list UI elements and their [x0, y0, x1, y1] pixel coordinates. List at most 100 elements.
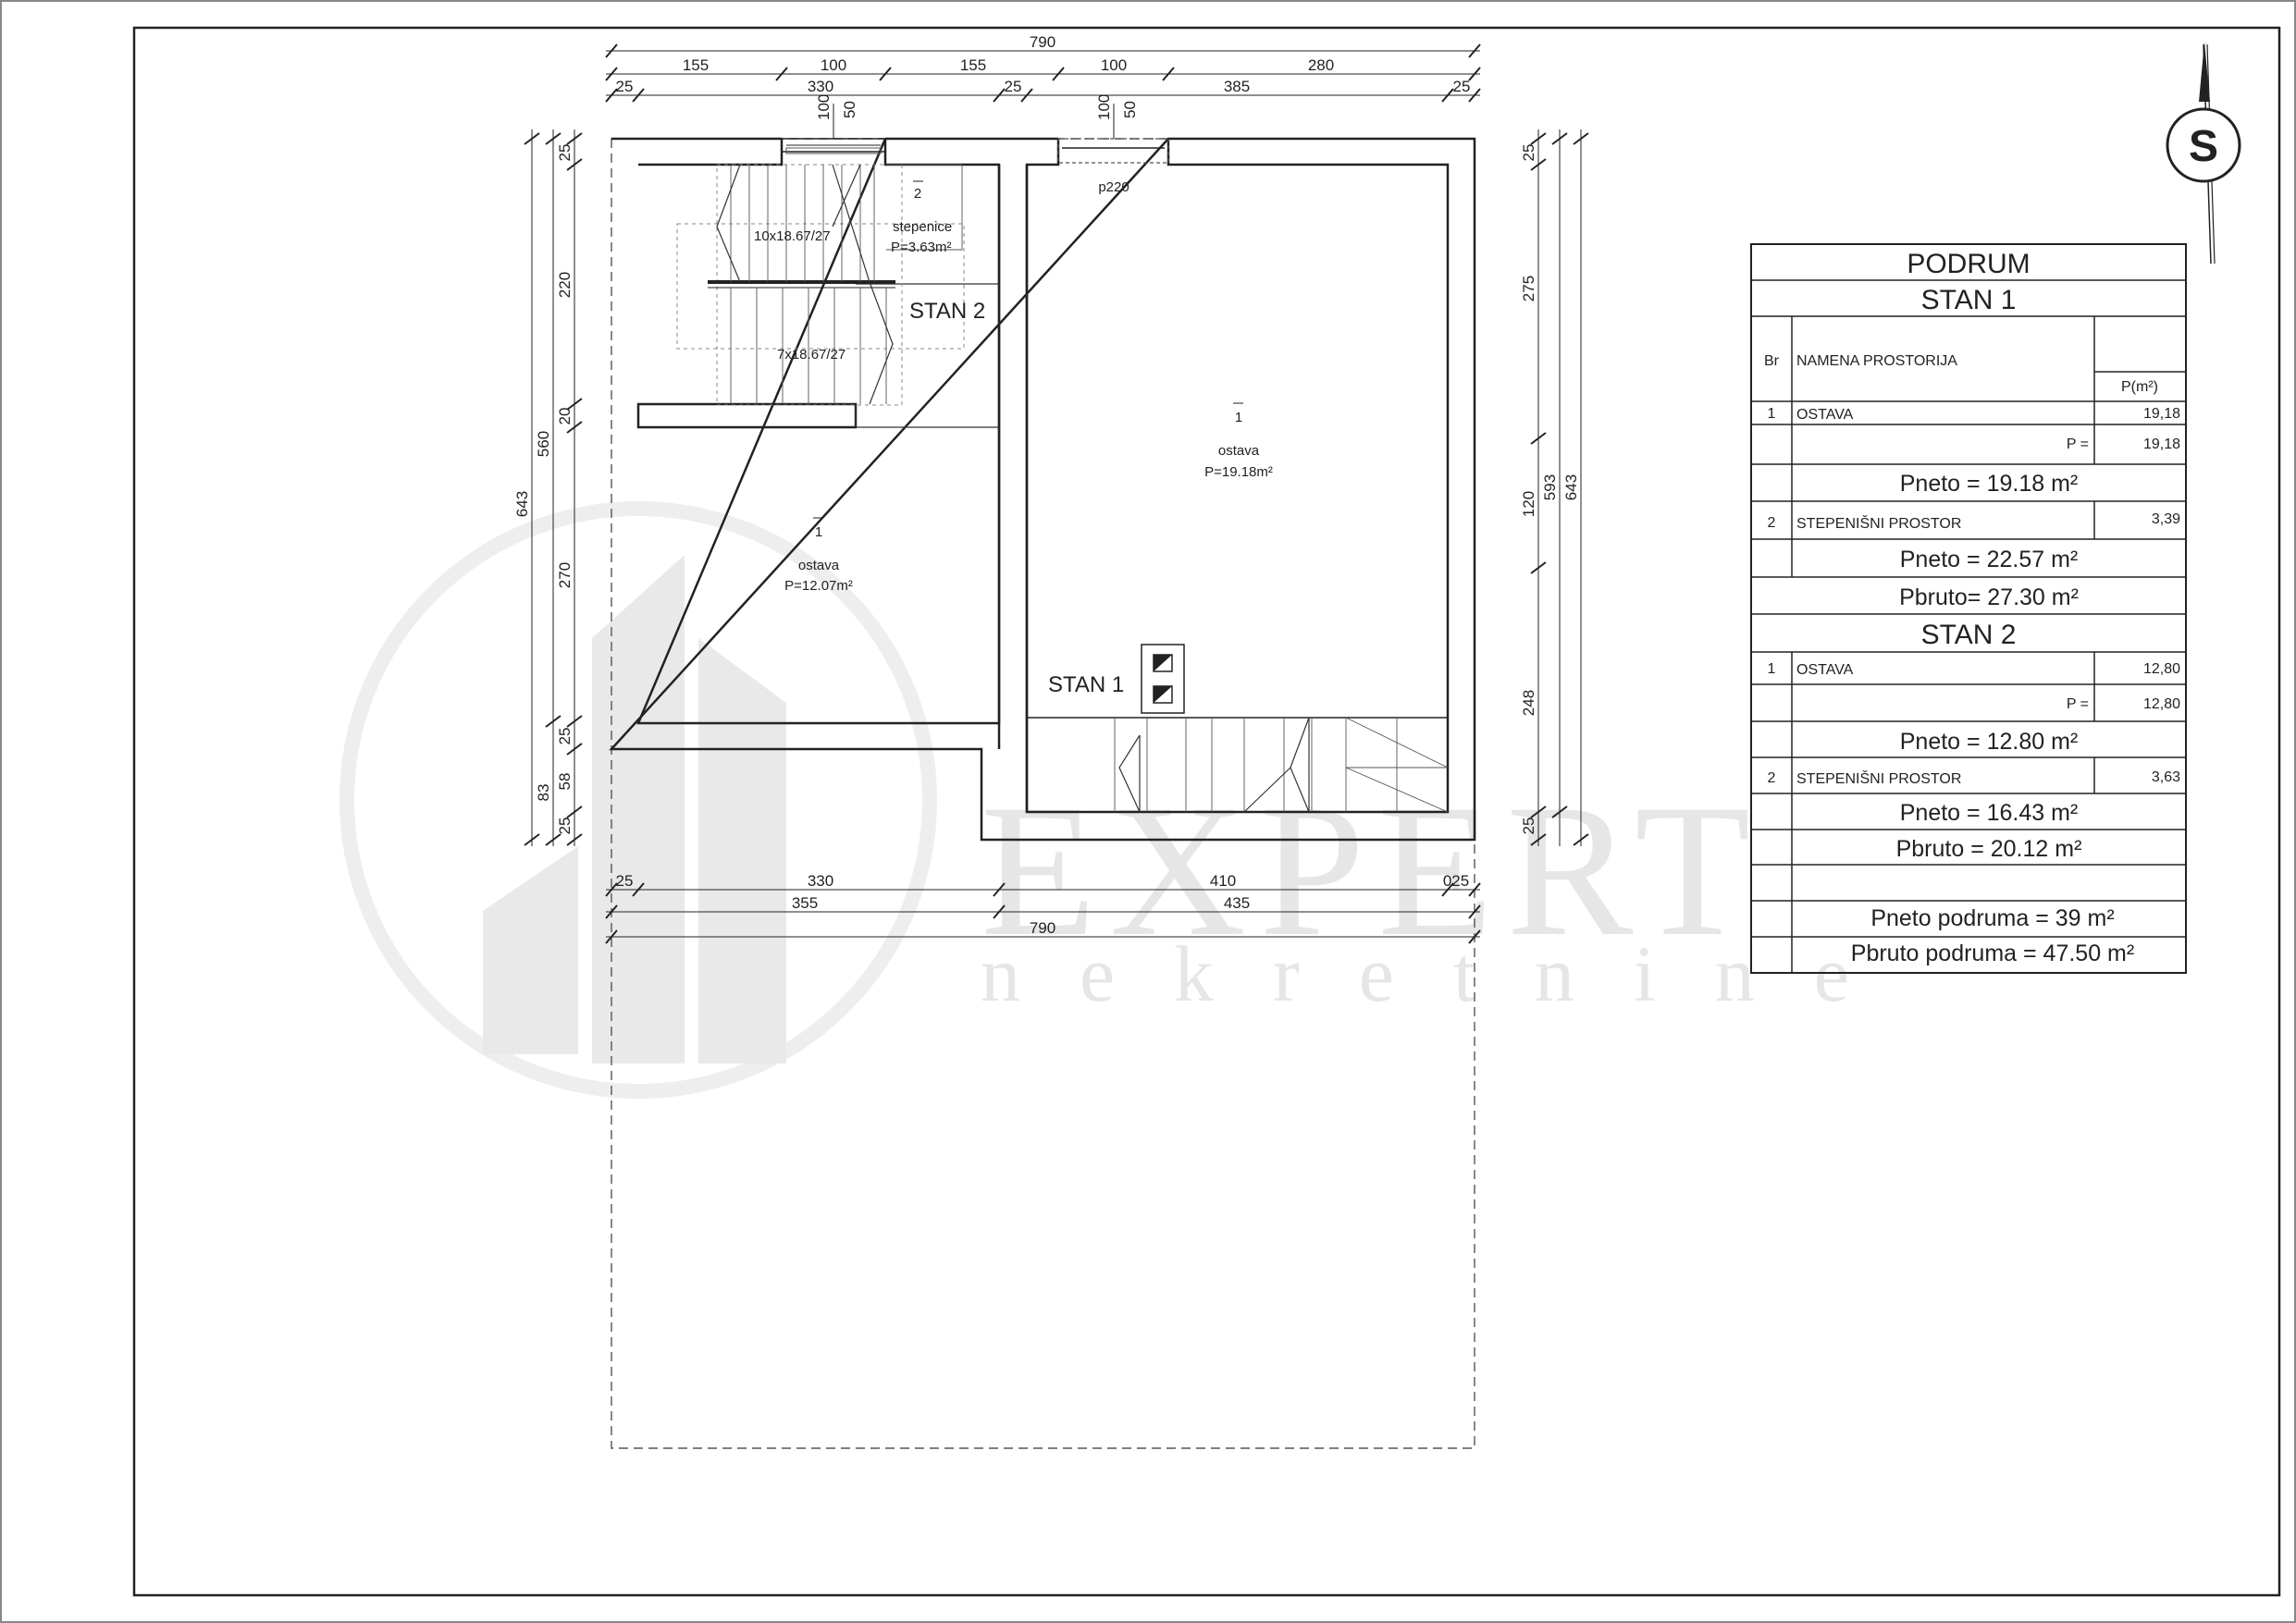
watermark: EXPERT nekretnine — [339, 501, 1849, 1099]
dim-left-tick-m — [566, 833, 583, 846]
dim-right-tick-b — [1530, 158, 1547, 171]
dim-window-left-100: 100 — [815, 94, 833, 120]
dim-bottom-tick-g — [993, 904, 1006, 919]
table-title: PODRUM — [1907, 249, 2030, 279]
stairs-left-hatch — [873, 164, 963, 282]
watermark-window-1 — [594, 1008, 611, 1025]
dim-right-25b: 25 — [1520, 818, 1537, 835]
s2-pneto1: Pneto = 12.80 m² — [1900, 729, 2078, 755]
window-label-p220: p220 — [1098, 179, 1129, 195]
dim-left-643: 643 — [513, 491, 531, 517]
dim-top-25c: 25 — [1453, 78, 1471, 95]
table-hlines — [1751, 279, 2186, 938]
s2-row2-br: 2 — [1768, 770, 1776, 786]
dim-tick-g — [1162, 67, 1175, 81]
room-ostava-left-area: P=12.07m² — [784, 578, 853, 594]
s2-row2-value: 3,63 — [2152, 769, 2180, 785]
dim-right-593: 593 — [1541, 474, 1559, 500]
dim-right-tick-g — [1551, 132, 1568, 145]
dim-right-tick-c — [1530, 432, 1547, 445]
dim-right-643: 643 — [1562, 474, 1580, 500]
window-right — [1057, 138, 1169, 164]
compass-arrow-icon — [2199, 42, 2210, 102]
dim-bottom-tick-e — [1468, 882, 1481, 897]
s2-r1-value: 12,80 — [2143, 661, 2180, 677]
middle-wall — [997, 165, 1029, 812]
dim-left-tick-b — [524, 833, 540, 846]
watermark-window-4 — [616, 1030, 633, 1047]
dim-bottom-435: 435 — [1224, 894, 1250, 912]
dim-tick-c — [605, 67, 618, 81]
dim-right-tick-a — [1530, 132, 1547, 145]
dim-left-25b: 25 — [556, 728, 574, 745]
window-right-frame — [1057, 138, 1169, 164]
dim-bottom-025: 025 — [1443, 872, 1469, 890]
dim-window-right-50: 50 — [1121, 101, 1139, 118]
dim-right-tick-d — [1530, 561, 1547, 574]
dim-top-100b: 100 — [1101, 56, 1127, 74]
room-ostava-left: 1 ostava P=12.07m² — [784, 517, 853, 594]
compass: S — [2166, 42, 2241, 264]
meter-box — [1141, 644, 1185, 714]
s1-pneto1: Pneto = 19.18 m² — [1900, 471, 2078, 497]
s2-r1-name: OSTAVA — [1796, 662, 1854, 678]
s1-r1-name: OSTAVA — [1796, 407, 1854, 423]
dim-right-tick-h — [1551, 805, 1568, 818]
s2-pbruto: Pbruto = 20.12 m² — [1896, 836, 2082, 862]
room-ostava-right-area: P=19.18m² — [1204, 464, 1273, 480]
dim-bottom-tick-b — [632, 882, 645, 897]
watermark-window-3 — [594, 1030, 611, 1047]
inner-wall-right-room — [1025, 139, 1450, 814]
dim-left-560: 560 — [535, 431, 552, 457]
dim-left-25c: 25 — [556, 818, 574, 835]
dim-top-155a: 155 — [683, 56, 709, 74]
compass-circle — [2166, 107, 2241, 183]
dim-left-tick-d — [545, 715, 562, 728]
dim-right-120: 120 — [1520, 491, 1537, 517]
dim-top-385: 385 — [1224, 78, 1250, 95]
s1-pneto2: Pneto = 22.57 m² — [1900, 547, 2078, 572]
dim-left-tick-i — [566, 421, 583, 434]
dimensions-top: 790 155 100 155 100 280 25 330 25 385 25… — [605, 33, 1481, 195]
dim-left-tick-a — [524, 132, 540, 145]
dim-tick-k — [993, 88, 1006, 103]
dim-bottom-330: 330 — [808, 872, 833, 890]
s2-pneto2: Pneto = 16.43 m² — [1900, 800, 2078, 826]
dim-right-tick-e — [1530, 805, 1547, 818]
s1-r2-value: 19,18 — [2143, 436, 2180, 452]
dimensions-right: 25 275 120 248 25 593 643 — [1520, 129, 1589, 846]
dim-tick-e — [879, 67, 892, 81]
table-vlines — [1791, 316, 2095, 973]
stairs-right-arrow-left — [1118, 734, 1141, 813]
room-stepenice: 2 stepenice P=3.63m² — [891, 180, 952, 255]
meter-2-fill — [1154, 686, 1172, 703]
dim-bottom-tick-i — [605, 929, 618, 944]
dim-top-100a: 100 — [821, 56, 846, 74]
col-br: Br — [1764, 353, 1780, 369]
watermark-building-mid — [592, 555, 685, 1064]
dim-left-20: 20 — [556, 408, 574, 425]
dim-right-tick-j — [1573, 833, 1589, 846]
stan2-label: STAN 2 — [909, 299, 985, 324]
dim-right-tick-f — [1530, 833, 1547, 846]
dim-left-220: 220 — [556, 272, 574, 298]
stairs-right-diagonal — [1345, 717, 1449, 813]
s2-row2-name: STEPENIŠNI PROSTOR — [1796, 769, 1961, 787]
s1-pbruto: Pbruto= 27.30 m² — [1899, 584, 2079, 610]
dim-bottom-790: 790 — [1030, 919, 1055, 937]
dim-bottom-410: 410 — [1210, 872, 1236, 890]
dim-bottom-tick-h — [1468, 904, 1481, 919]
dim-left-25a: 25 — [556, 144, 574, 162]
room-ostava-right-name: ostava — [1218, 443, 1260, 459]
dimensions-left: 643 560 83 25 220 20 270 25 58 25 — [513, 129, 583, 846]
dim-right-248: 248 — [1520, 690, 1537, 716]
stairs-left-lower-treads — [730, 288, 887, 404]
watermark-ring — [339, 501, 937, 1099]
dim-left-tick-k — [566, 743, 583, 756]
dim-bottom-tick-a — [605, 882, 618, 897]
dim-window-right-100: 100 — [1095, 94, 1113, 120]
stairs-lower-label: 7x18.67/27 — [777, 347, 846, 363]
room-ostava-left-number: 1 — [815, 524, 822, 540]
stairs-left-arrow-diagonal — [832, 164, 861, 227]
compass-label: S — [2189, 122, 2218, 171]
